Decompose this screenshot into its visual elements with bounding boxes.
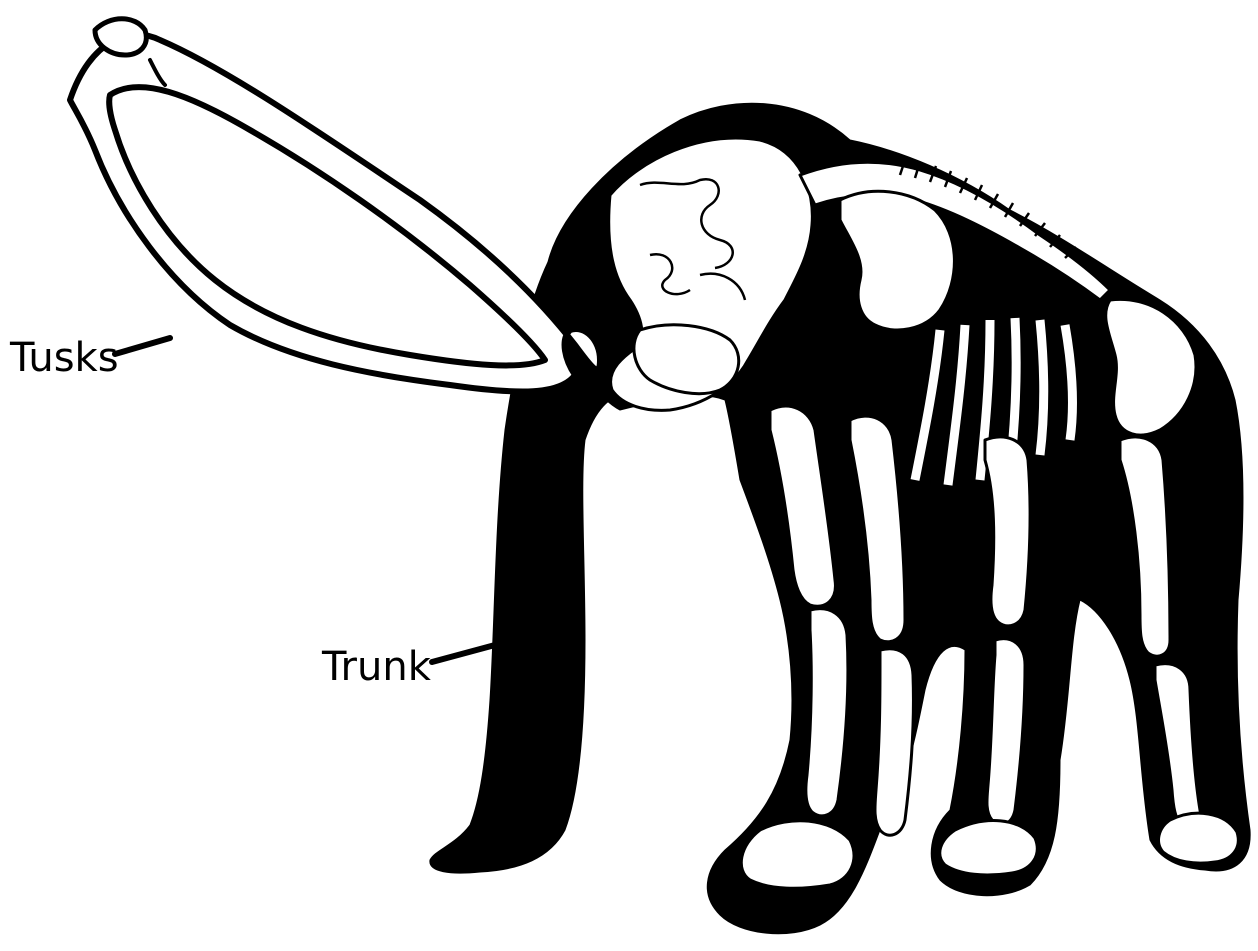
trunk-label: Trunk bbox=[321, 644, 432, 690]
tusks-drawing bbox=[70, 19, 600, 392]
tusks-label-group: Tusks bbox=[9, 335, 170, 381]
trunk-leader-line bbox=[432, 645, 495, 662]
front-foot-bones bbox=[741, 821, 854, 889]
mammoth-body-silhouette bbox=[430, 103, 1250, 934]
tusks-leader-line bbox=[115, 338, 170, 354]
trunk-label-group: Trunk bbox=[321, 644, 495, 690]
tusks-label: Tusks bbox=[9, 335, 119, 381]
hind-foot-bones bbox=[940, 821, 1037, 875]
